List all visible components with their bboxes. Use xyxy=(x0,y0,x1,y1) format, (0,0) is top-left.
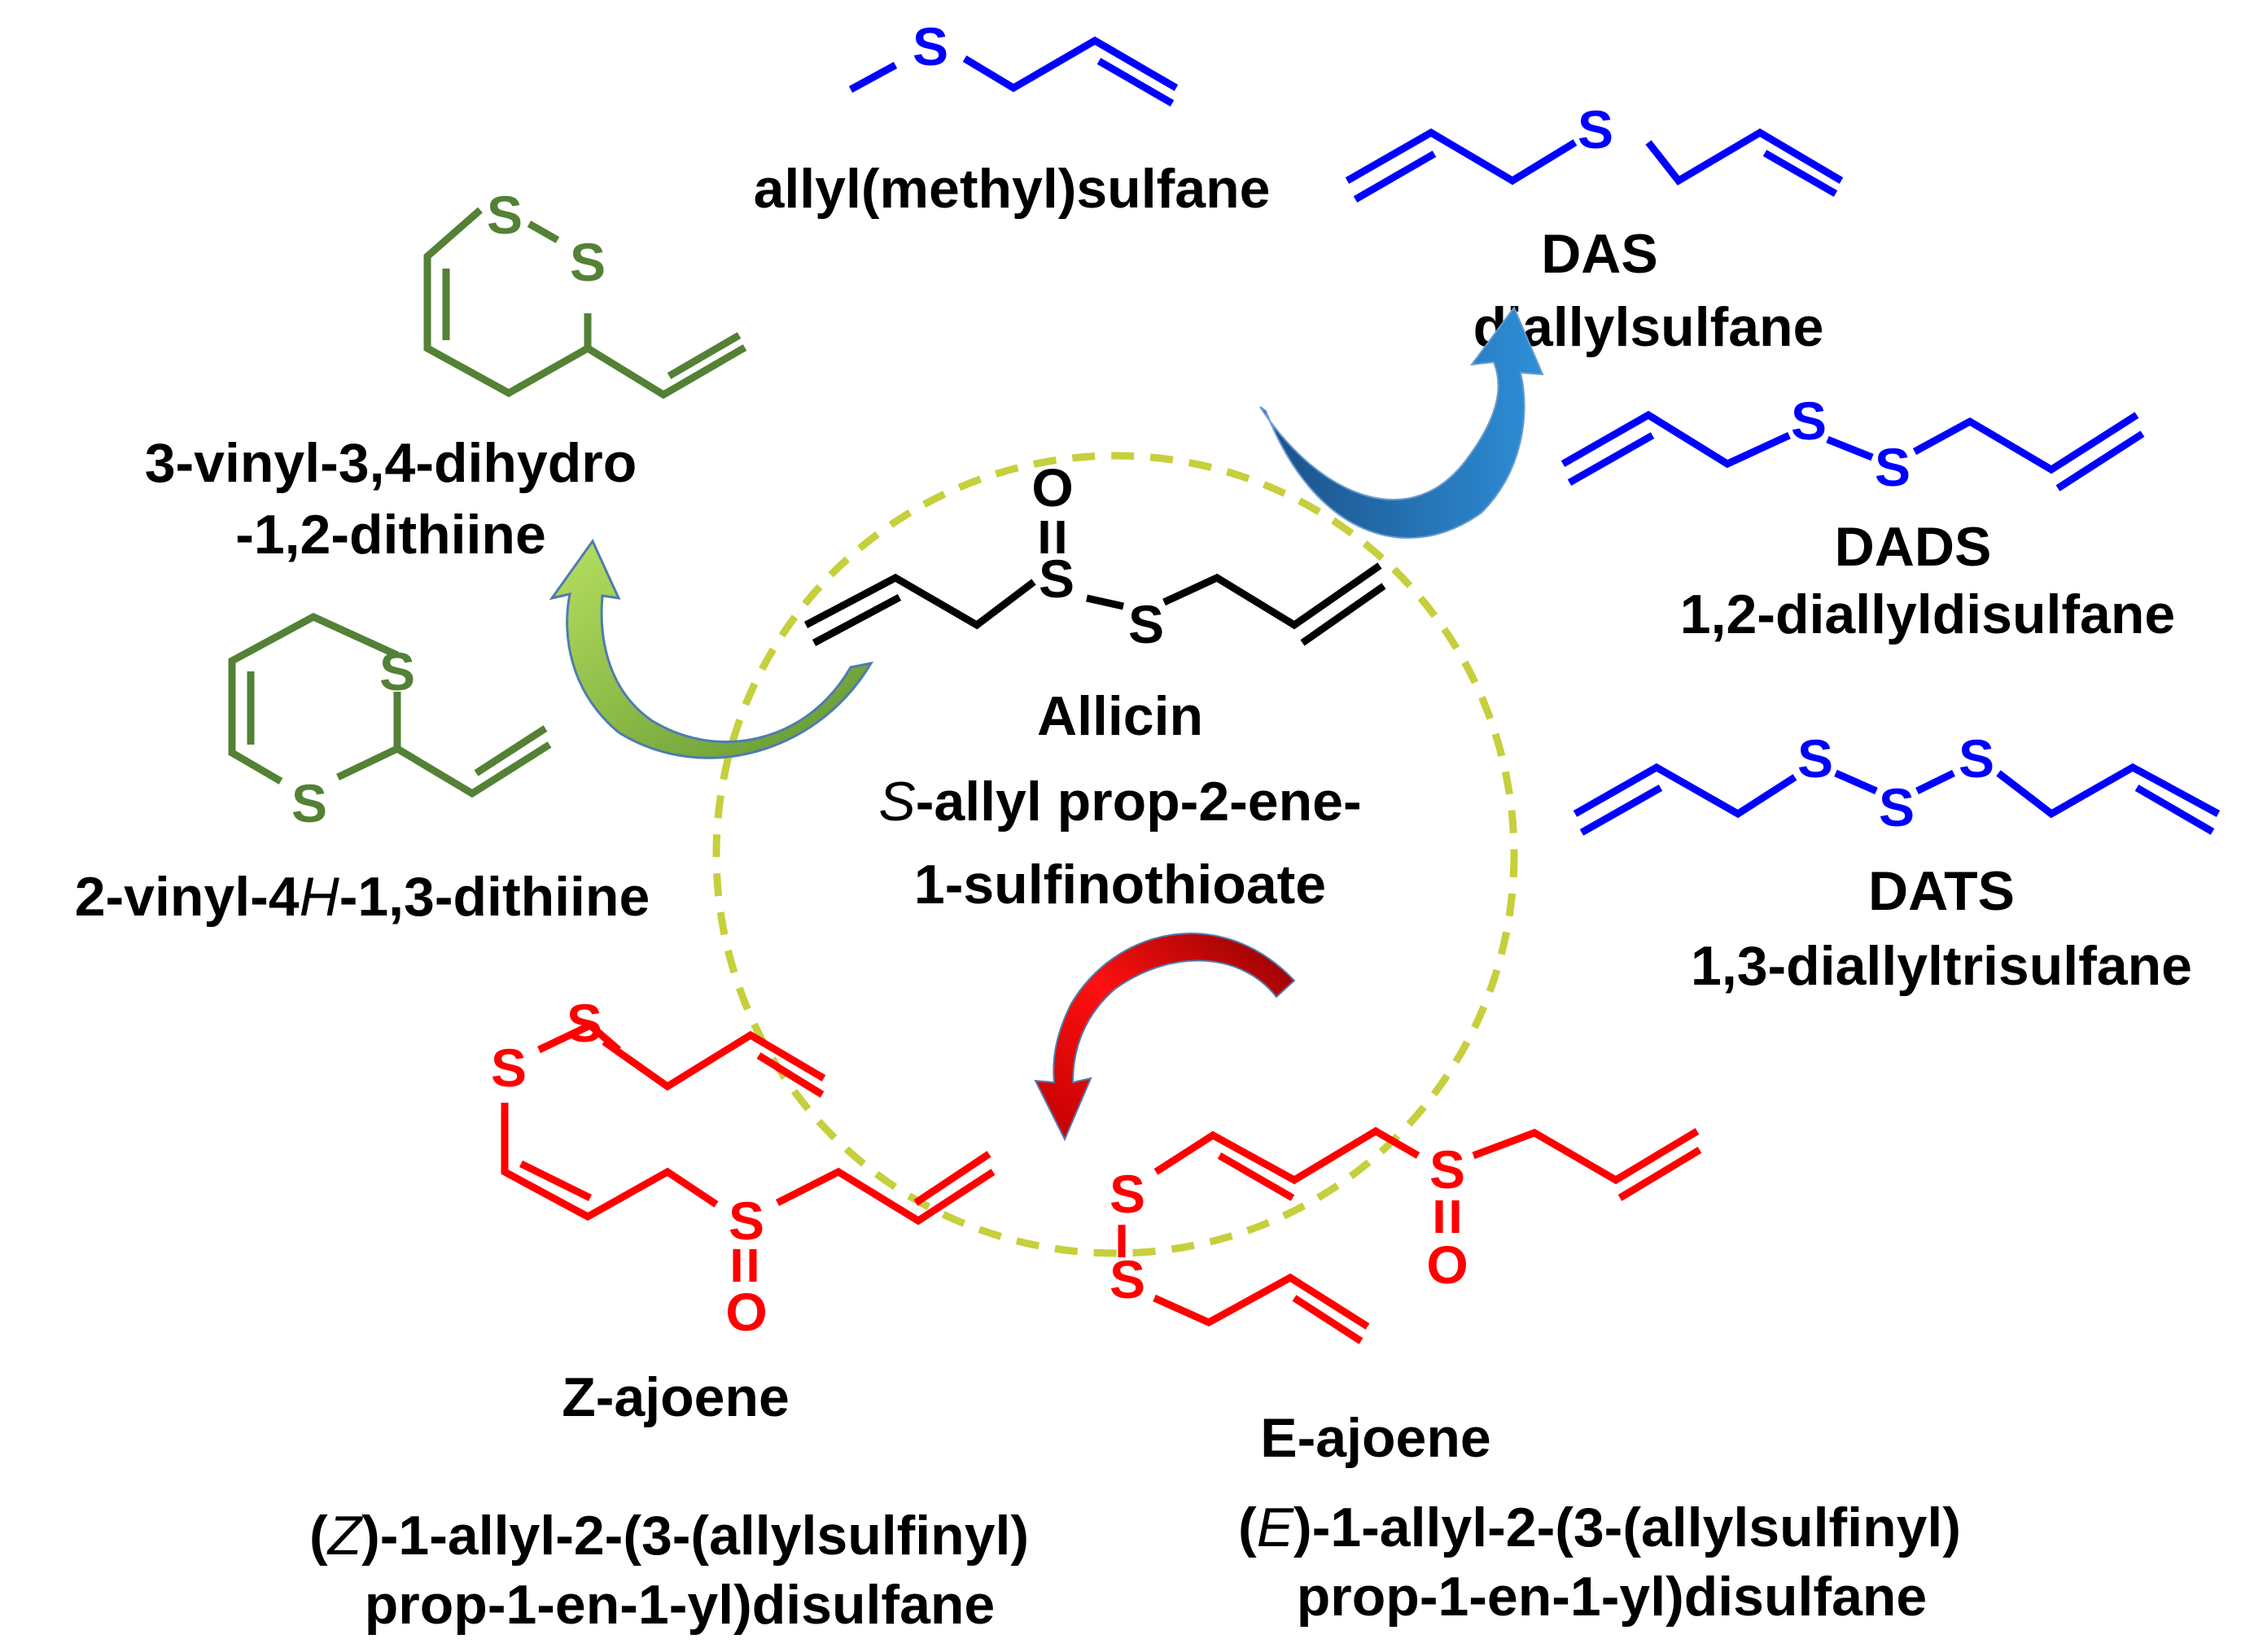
vinyl-12-label-line2: -1,2-dithiine xyxy=(235,504,546,566)
dats-sulfur-2: S xyxy=(1879,777,1915,837)
allicin-iupac-line2: 1-sulfinothioate xyxy=(914,854,1326,916)
reaction-ring xyxy=(712,452,1518,1257)
ams-sulfur: S xyxy=(913,16,948,76)
z-oxygen: O xyxy=(725,1282,767,1342)
das-abbr: DAS xyxy=(1541,223,1658,285)
green-reaction-arrow xyxy=(549,539,874,759)
dads-sulfur-1: S xyxy=(1791,391,1827,451)
dats-abbr: DATS xyxy=(1868,860,2015,922)
z-sulfur-1: S xyxy=(491,1038,527,1098)
v13-sulfur-2: S xyxy=(291,773,327,833)
allyl-methyl-sulfane-structure: S xyxy=(848,16,1179,107)
allicin-iupac-line1: S-allyl prop-2-ene- xyxy=(878,771,1361,833)
dats-name: 1,3-diallyltrisulfane xyxy=(1691,935,2192,997)
e-ajoene-iupac-line1: (E)-1-allyl-2-(3-(allylsulfinyl) xyxy=(1238,1497,1961,1558)
allicin-name: Allicin xyxy=(1037,685,1203,747)
vinyl-12-label-line1: 3-vinyl-3,4-dihydro xyxy=(145,432,637,494)
allicin-structure: O S S xyxy=(803,457,1386,654)
z-ajoene-iupac-line1: (Z)-1-allyl-2-(3-(allylsulfinyl) xyxy=(309,1505,1029,1567)
das-structure: S xyxy=(1345,99,1844,203)
v12-sulfur-1: S xyxy=(487,185,523,245)
dads-sulfur-2: S xyxy=(1875,437,1911,497)
e-sulfur-3: S xyxy=(1429,1139,1465,1200)
z-ajoene-name: Z-ajoene xyxy=(562,1366,790,1428)
vinyl-13-label: 2-vinyl-4H-1,3-dithiine xyxy=(75,866,650,928)
e-oxygen: O xyxy=(1426,1235,1468,1295)
vinyl-12-dithiine-structure: S S xyxy=(423,185,747,400)
e-ajoene-structure: S S S O xyxy=(1110,1126,1702,1344)
e-sulfur-1: S xyxy=(1110,1164,1145,1224)
das-sulfur: S xyxy=(1578,99,1613,160)
v12-sulfur-2: S xyxy=(570,232,606,292)
e-ajoene-name: E-ajoene xyxy=(1260,1407,1490,1469)
z-ajoene-iupac-line2: prop-1-en-1-yl)disulfane xyxy=(365,1574,996,1636)
dats-sulfur-1: S xyxy=(1797,728,1833,789)
allyl-methyl-sulfane-label: allyl(methyl)sulfane xyxy=(754,158,1271,220)
red-reaction-arrow xyxy=(1034,933,1296,1142)
dats-sulfur-3: S xyxy=(1959,728,1994,789)
dads-name: 1,2-diallyldisulfane xyxy=(1680,583,2175,645)
vinyl-13-dithiine-structure: S S xyxy=(228,612,552,833)
z-sulfur-2: S xyxy=(567,993,602,1053)
z-sulfur-3: S xyxy=(729,1191,764,1251)
v13-sulfur-1: S xyxy=(379,641,415,701)
dads-abbr: DADS xyxy=(1835,516,1992,578)
allicin-oxygen: O xyxy=(1031,457,1073,518)
dats-structure: S S S xyxy=(1573,728,2221,837)
allicin-sulfur-2: S xyxy=(1128,594,1164,654)
allicin-sulfur-1: S xyxy=(1039,548,1075,609)
blue-reaction-arrow xyxy=(1259,306,1544,539)
z-ajoene-structure: S S S O xyxy=(491,993,996,1342)
e-sulfur-2: S xyxy=(1110,1249,1145,1309)
e-ajoene-iupac-line2: prop-1-en-1-yl)disulfane xyxy=(1297,1566,1928,1628)
dads-structure: S S xyxy=(1560,391,2145,497)
